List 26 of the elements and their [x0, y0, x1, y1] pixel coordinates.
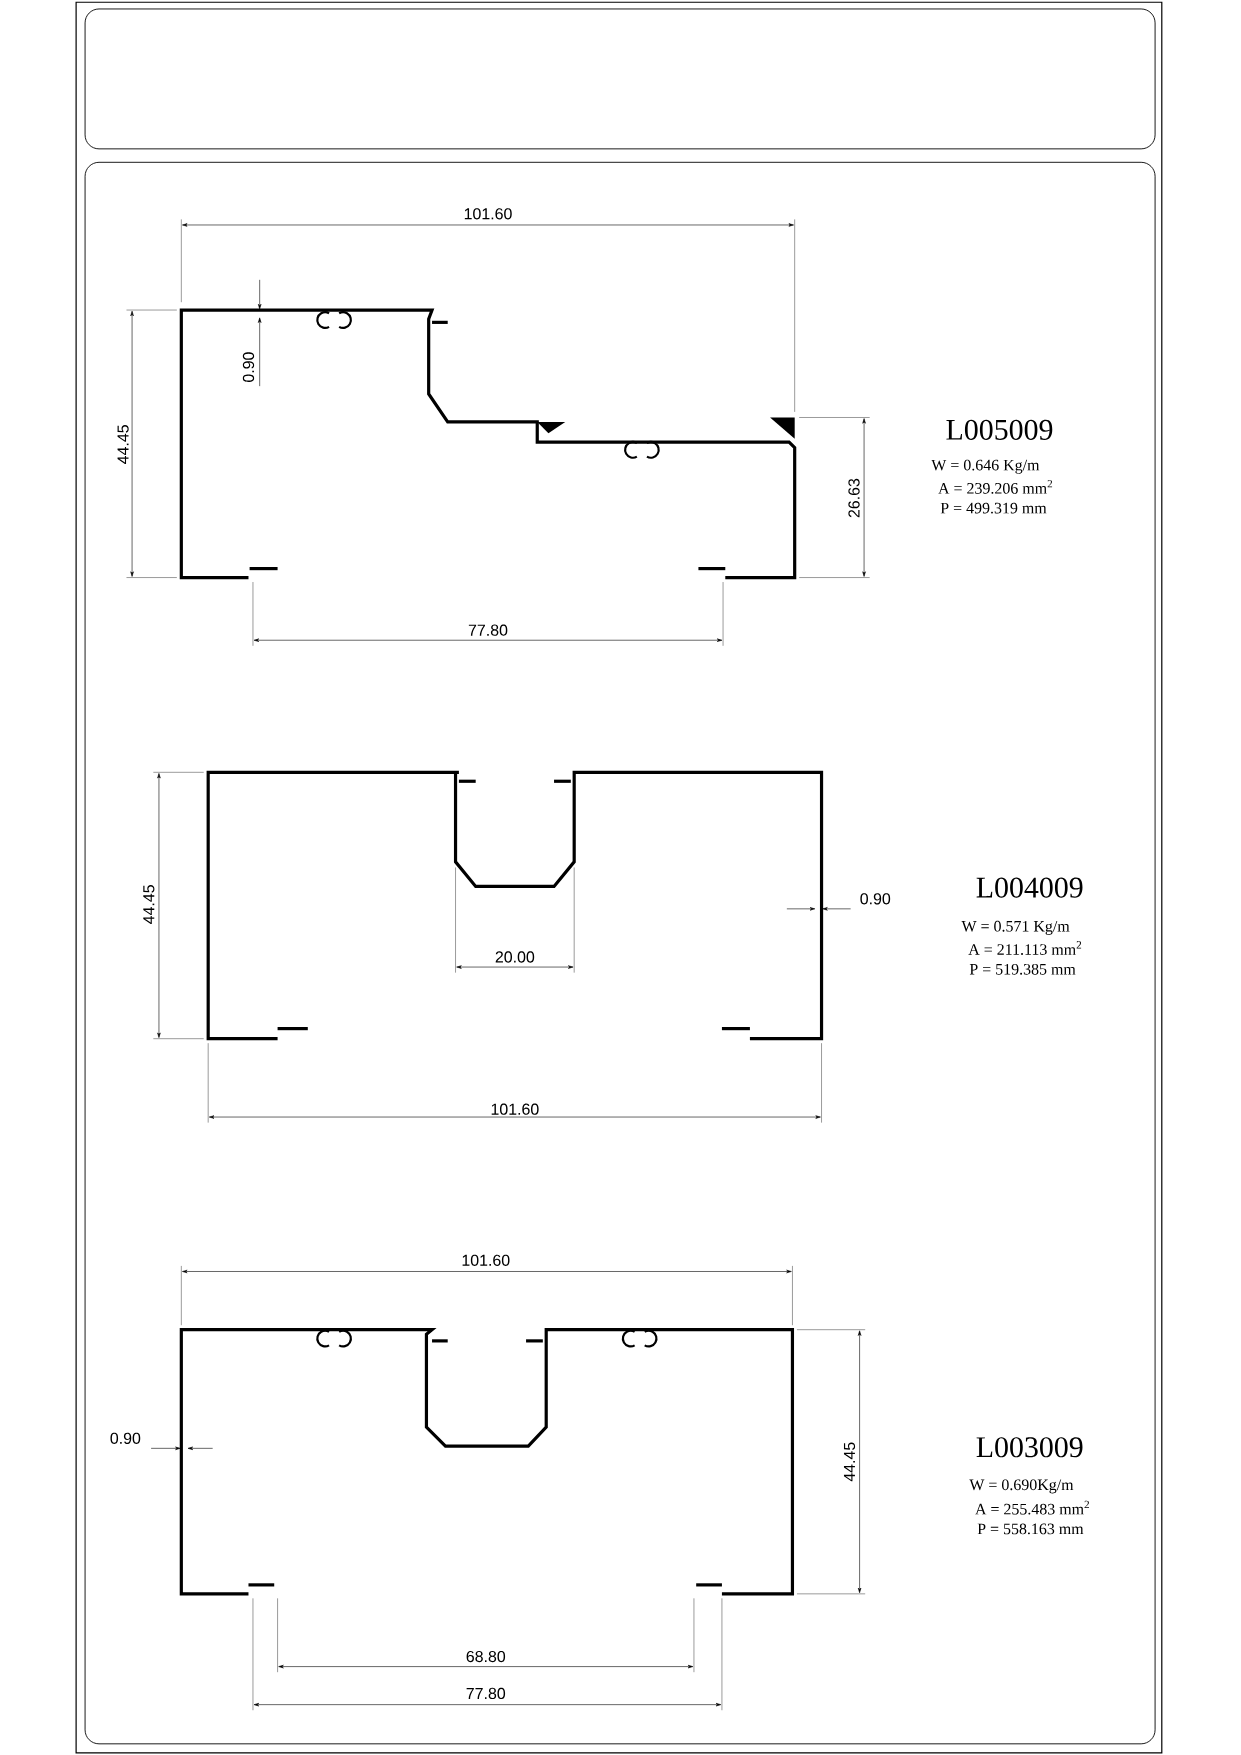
- specification-text: P = 519.385 mm: [969, 963, 1076, 975]
- profile-code: L005009: [946, 419, 1053, 440]
- dimension-value: 101.60: [464, 208, 512, 220]
- dimension-value: 77.80: [466, 1687, 505, 1700]
- specification-text: P = 558.163 mm: [977, 1523, 1084, 1535]
- dimension-value: 0.90: [860, 893, 891, 905]
- dimension-value: 44.45: [843, 1442, 855, 1482]
- specification-text: A = 239.206 mm$^{2}$: [938, 479, 1052, 494]
- dimension-value: 20.00: [495, 951, 535, 963]
- dimension-value: 0.90: [242, 352, 254, 382]
- specification-text: W = 0.571 Kg/m: [961, 920, 1070, 935]
- profile-code: L004009: [976, 877, 1083, 898]
- dimension-value: 77.80: [468, 624, 508, 636]
- specification-text: W = 0.690Kg/m: [969, 1479, 1074, 1494]
- profile-code: L003009: [976, 1437, 1083, 1458]
- specification-text: P = 499.319 mm: [940, 502, 1047, 514]
- dimension-value: 44.45: [143, 885, 155, 924]
- dimension-value: 101.60: [462, 1254, 510, 1266]
- dimension-value: 26.63: [848, 478, 860, 518]
- specification-text: W = 0.646 Kg/m: [931, 459, 1040, 474]
- dimension-value: 68.80: [466, 1650, 505, 1663]
- dimension-value: 44.45: [117, 425, 129, 464]
- specification-text: A = 255.483 mm$^{2}$: [975, 1500, 1089, 1515]
- dimension-value: 0.90: [110, 1432, 141, 1444]
- specification-text: A = 211.113 mm$^{2}$: [968, 941, 1081, 955]
- dimension-value: 101.60: [491, 1103, 539, 1115]
